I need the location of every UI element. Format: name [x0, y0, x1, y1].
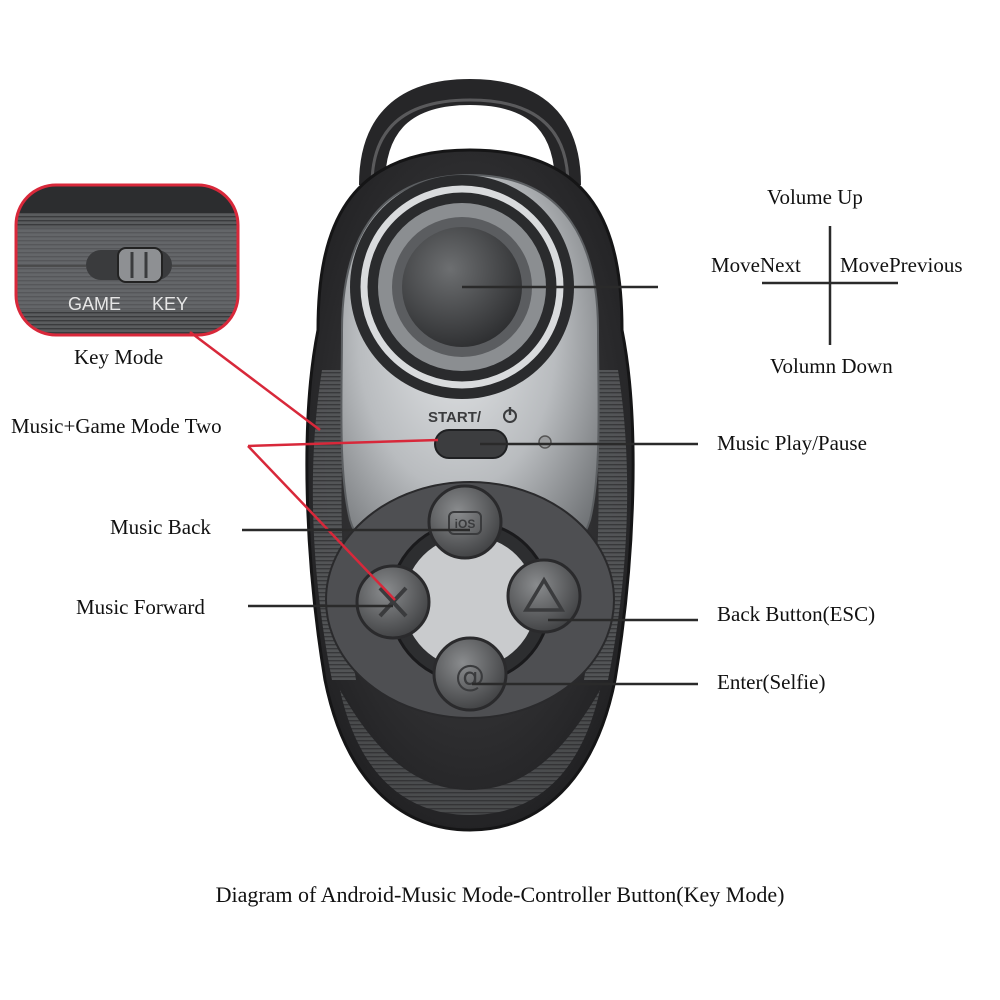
key-mode-inset: GAME KEY: [14, 183, 240, 337]
triangle-icon: [522, 576, 566, 612]
x-button[interactable]: [355, 564, 431, 640]
volume-up-label: Volume Up: [767, 185, 863, 209]
key-mode-title: Key Mode: [74, 345, 164, 369]
lanyard-loop: [359, 78, 581, 186]
mode-two-leader-to-start: [247, 438, 439, 448]
enter-label: Enter(Selfie): [717, 670, 826, 694]
mode-switch-knob: [117, 247, 163, 283]
key-mode-label: KEY: [152, 294, 188, 314]
key-mode-leader: [189, 331, 321, 431]
play-pause-label: Music Play/Pause: [717, 431, 867, 455]
at-button[interactable]: @: [432, 636, 508, 712]
svg-text:iOS: iOS: [455, 517, 476, 531]
back-button-label: Back Button(ESC): [717, 602, 876, 626]
start-label: START/: [428, 409, 482, 426]
x-icon: [378, 586, 408, 618]
status-led: [538, 435, 552, 449]
power-icon: [503, 407, 517, 423]
volume-down-label: Volumn Down: [770, 354, 893, 378]
move-previous-label: MovePrevious: [840, 253, 963, 277]
ios-button[interactable]: iOS: [427, 484, 503, 560]
music-back-label: Music Back: [110, 515, 211, 539]
music-forward-label: Music Forward: [76, 595, 205, 619]
at-icon: @: [455, 659, 485, 694]
diagram-caption: Diagram of Android-Music Mode-Controller…: [215, 882, 785, 907]
triangle-button[interactable]: [506, 558, 582, 634]
mode-two-label: Music+Game Mode Two: [11, 414, 222, 438]
game-mode-label: GAME: [68, 294, 121, 314]
move-next-label: MoveNext: [711, 253, 801, 277]
mode-two-leader-to-x: [247, 445, 396, 601]
